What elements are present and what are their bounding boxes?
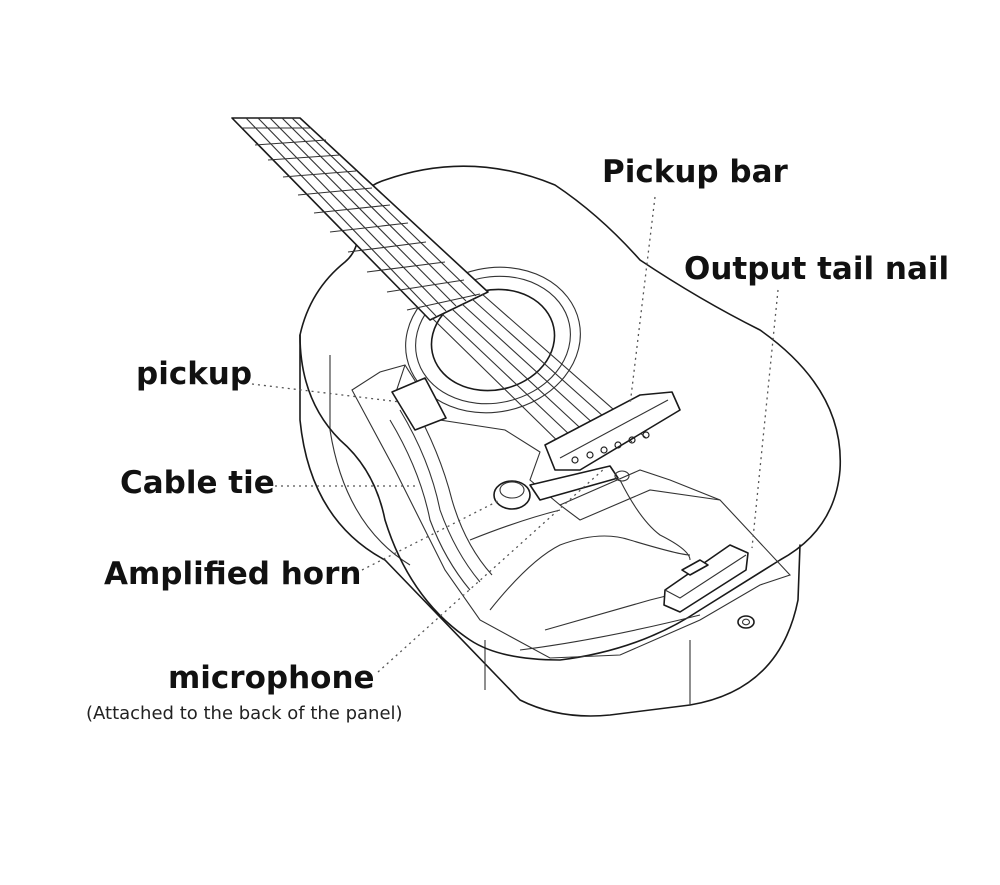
leader-pickup-bar (629, 196, 656, 406)
output-jack-box (663, 544, 749, 613)
label-pickup-bar: Pickup bar (602, 154, 788, 190)
amplified-horn (493, 480, 531, 510)
leader-microphone (377, 467, 606, 673)
guitar-strings (431, 293, 647, 459)
leader-pickup (251, 383, 401, 403)
label-pickup: pickup (136, 356, 253, 392)
guitar-body-side (299, 334, 801, 717)
pickup-block (391, 377, 447, 431)
guitar-neck (231, 117, 489, 321)
label-output-tail-nail: Output tail nail (684, 251, 950, 287)
internal-cable (619, 479, 691, 561)
label-amplified-horn: Amplified horn (104, 556, 362, 592)
end-pin (737, 615, 755, 629)
leader-amplified-horn (361, 499, 501, 571)
label-microphone-note: (Attached to the back of the panel) (86, 703, 403, 724)
label-cable-tie: Cable tie (120, 465, 275, 501)
sound-hole-rosette (405, 266, 581, 414)
leader-output-tail-nail (751, 289, 779, 549)
pickup-bar (529, 465, 619, 501)
guitar-body-top (299, 165, 842, 661)
label-microphone: microphone (168, 660, 375, 696)
